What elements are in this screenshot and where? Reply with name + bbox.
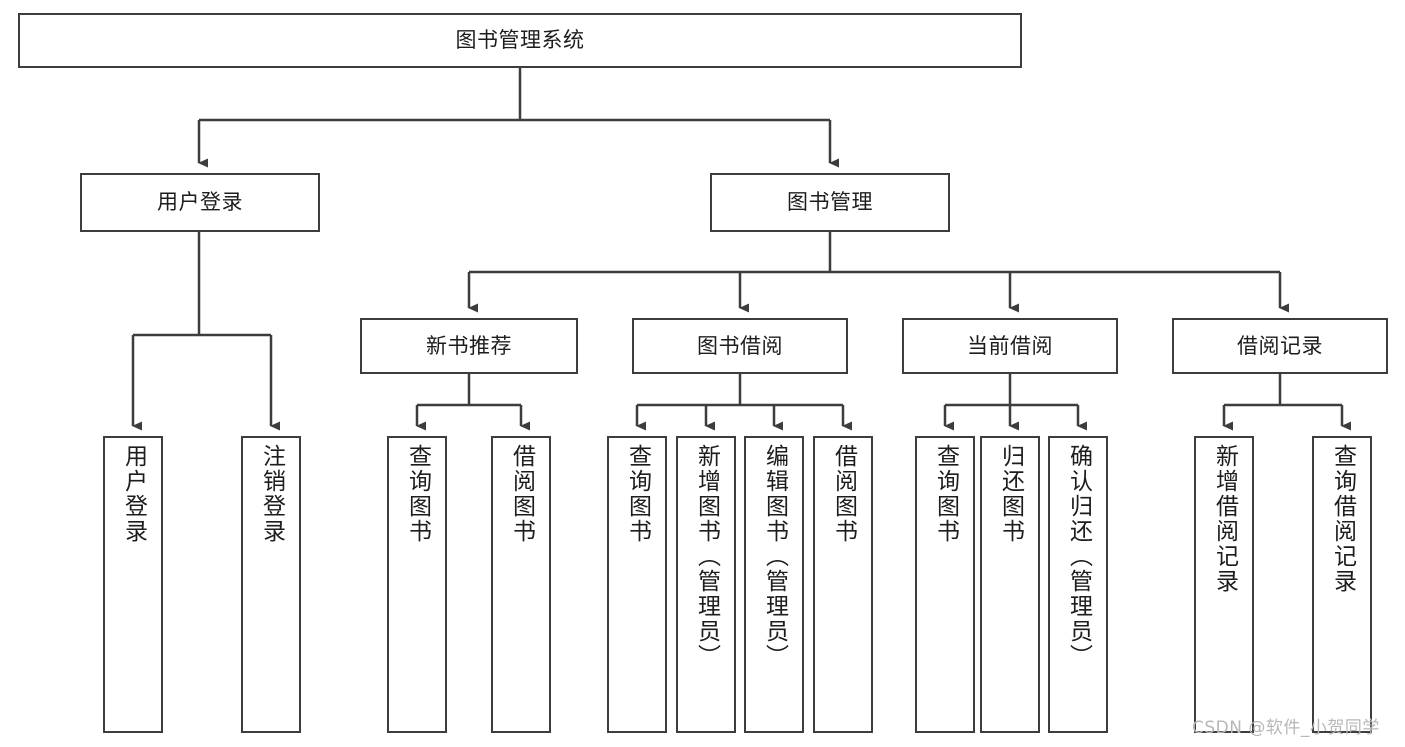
leaf-label: 查询图书: [932, 444, 959, 544]
node-current-borrow[interactable]: 当前借阅: [902, 318, 1118, 374]
node-root-label: 图书管理系统: [455, 28, 585, 53]
node-new-book-rec[interactable]: 新书推荐: [360, 318, 578, 374]
leaf-label: 用户登录: [120, 444, 147, 544]
leaf-label: 借阅图书: [830, 444, 857, 544]
node-root[interactable]: 图书管理系统: [18, 13, 1022, 68]
node-book-borrow[interactable]: 图书借阅: [632, 318, 848, 374]
node-borrow-record-label: 借阅记录: [1237, 333, 1323, 358]
leaf-label: 注销登录: [258, 444, 285, 544]
node-user-login[interactable]: 用户登录: [80, 173, 320, 232]
watermark: CSDN @软件_小贺同学: [1192, 718, 1380, 738]
node-book-manage[interactable]: 图书管理: [710, 173, 950, 232]
node-new-book-rec-label: 新书推荐: [426, 333, 512, 358]
leaf-user-login-1[interactable]: 注销登录: [241, 436, 301, 733]
leaf-new-book-rec-0[interactable]: 查询图书: [387, 436, 447, 733]
leaf-book-borrow-3[interactable]: 借阅图书: [813, 436, 873, 733]
node-borrow-record[interactable]: 借阅记录: [1172, 318, 1388, 374]
leaf-borrow-record-0[interactable]: 新增借阅记录: [1194, 436, 1254, 733]
leaf-current-borrow-2[interactable]: 确认归还（管理员）: [1048, 436, 1108, 733]
leaf-book-borrow-2[interactable]: 编辑图书（管理员）: [744, 436, 804, 733]
leaf-user-login-0[interactable]: 用户登录: [103, 436, 163, 733]
leaf-new-book-rec-1[interactable]: 借阅图书: [491, 436, 551, 733]
leaf-label: 归还图书: [997, 444, 1024, 544]
leaf-current-borrow-0[interactable]: 查询图书: [915, 436, 975, 733]
node-current-borrow-label: 当前借阅: [967, 333, 1053, 358]
leaf-label: 新增图书（管理员）: [693, 444, 720, 669]
leaf-label: 查询借阅记录: [1329, 444, 1356, 594]
node-book-manage-label: 图书管理: [787, 190, 873, 215]
leaf-current-borrow-1[interactable]: 归还图书: [980, 436, 1040, 733]
leaf-book-borrow-0[interactable]: 查询图书: [607, 436, 667, 733]
leaf-book-borrow-1[interactable]: 新增图书（管理员）: [676, 436, 736, 733]
leaf-label: 确认归还（管理员）: [1065, 444, 1092, 669]
leaf-label: 编辑图书（管理员）: [761, 444, 788, 669]
leaf-label: 新增借阅记录: [1211, 444, 1238, 594]
leaf-label: 查询图书: [624, 444, 651, 544]
node-user-login-label: 用户登录: [157, 190, 243, 215]
leaf-label: 借阅图书: [508, 444, 535, 544]
leaf-borrow-record-1[interactable]: 查询借阅记录: [1312, 436, 1372, 733]
leaf-label: 查询图书: [404, 444, 431, 544]
node-book-borrow-label: 图书借阅: [697, 333, 783, 358]
